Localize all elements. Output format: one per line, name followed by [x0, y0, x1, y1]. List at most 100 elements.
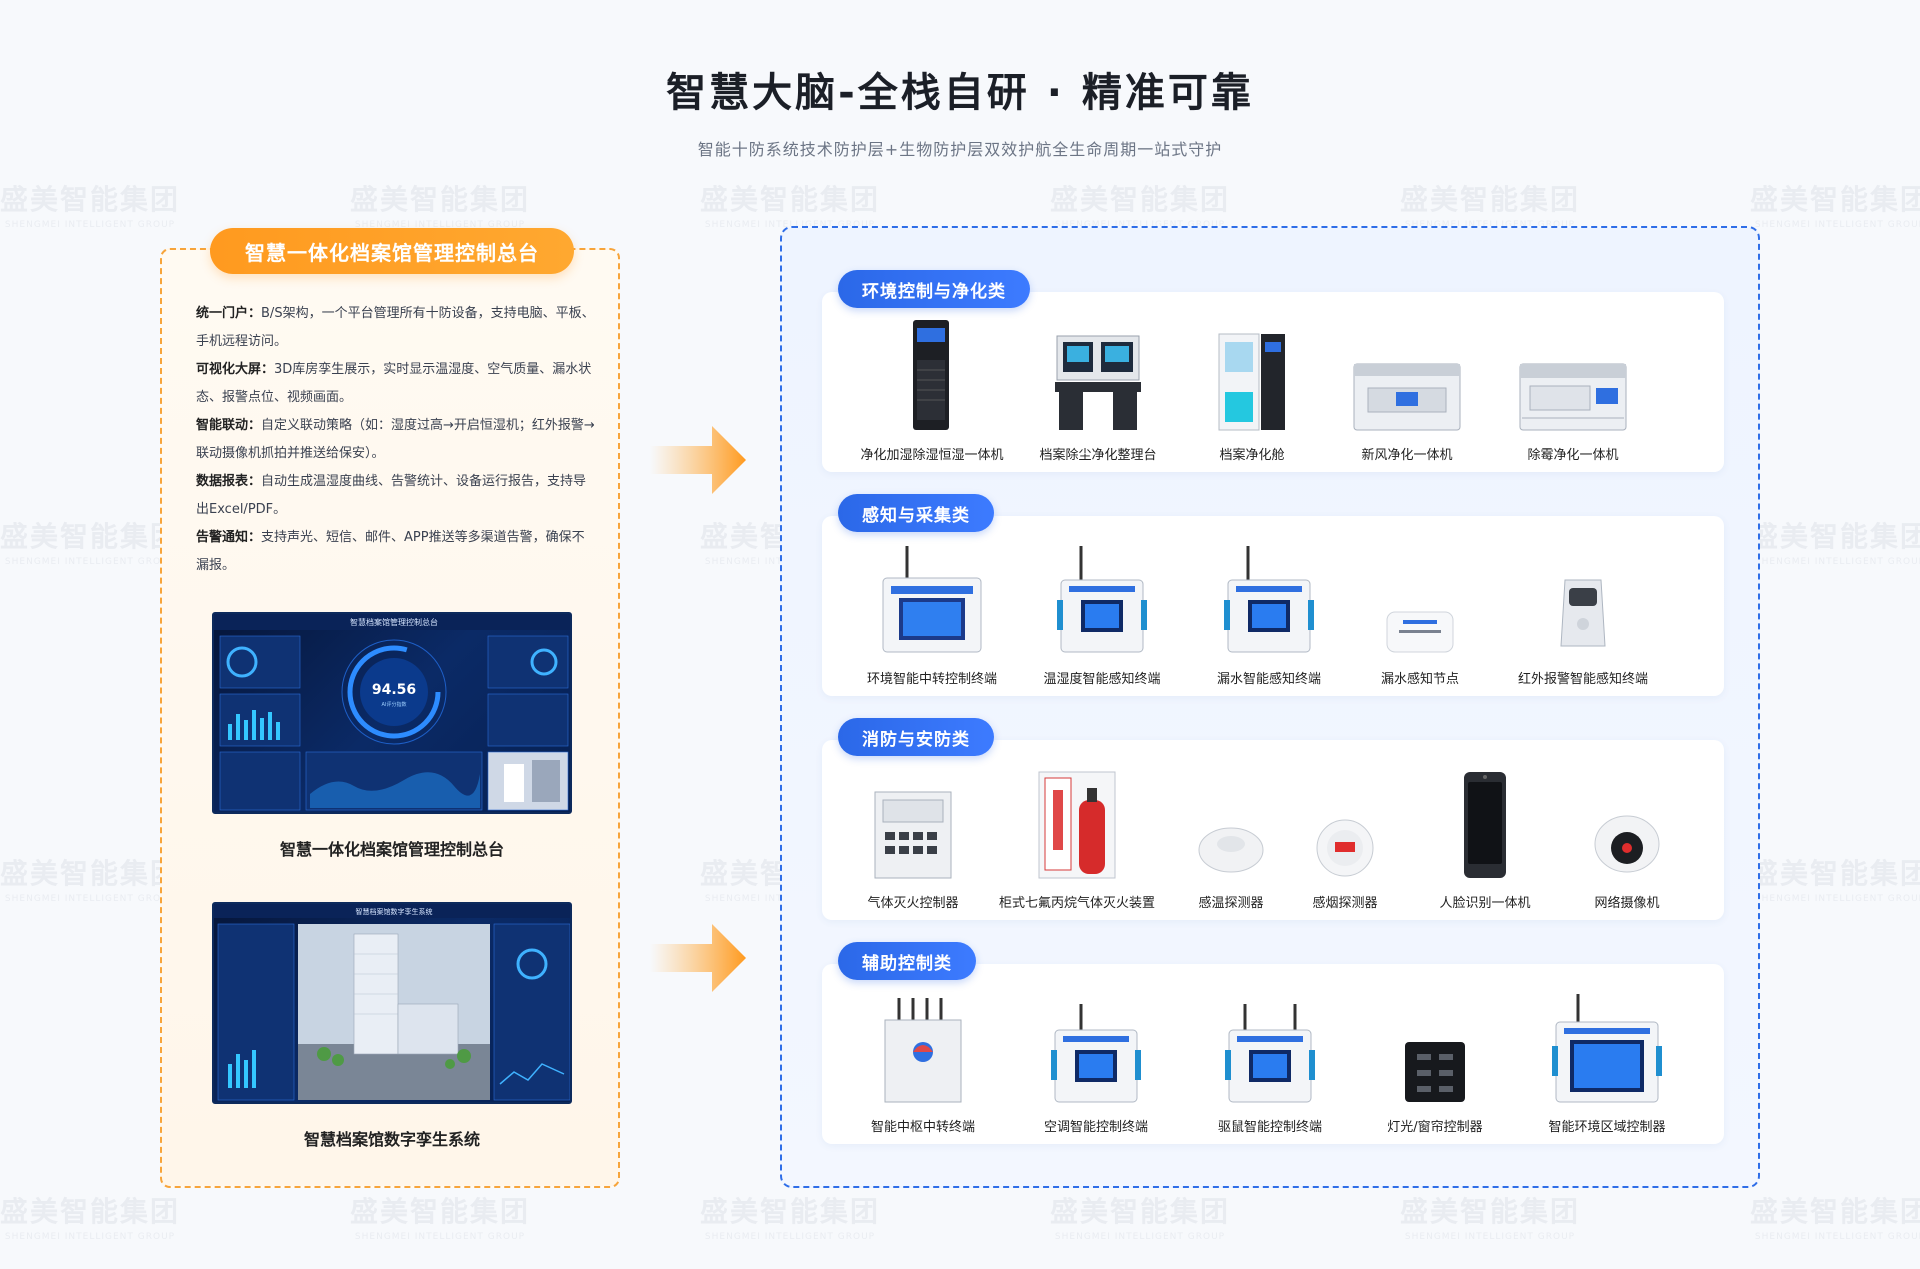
device-item: 温湿度智能感知终端 — [1022, 546, 1182, 687]
device-label: 漏水智能感知终端 — [1216, 672, 1321, 687]
device-label: 净化加湿除湿恒湿一体机 — [860, 448, 1004, 463]
infrared-sensor-icon — [1560, 579, 1606, 647]
device-label: 人脸识别一体机 — [1439, 896, 1531, 911]
device-label: 气体灭火控制器 — [867, 896, 959, 911]
console-pill: 智慧一体化档案馆管理控制总台 — [210, 228, 574, 274]
device-label: 驱鼠智能控制终端 — [1217, 1120, 1322, 1135]
category-environment: 环境控制与净化类 净化加湿除湿恒湿一体机 档案除尘净化整理台 档案净化舱 新风净… — [822, 270, 1724, 472]
device-item: 净化加湿除湿恒湿一体机 — [852, 320, 1012, 463]
dust-table-icon — [1055, 335, 1141, 430]
category-pill: 消防与安防类 — [838, 718, 994, 756]
twin-title: 智慧档案馆数字孪生系统 — [356, 907, 433, 916]
digital-twin-caption: 智慧档案馆数字孪生系统 — [303, 1130, 480, 1149]
device-label: 档案除尘净化整理台 — [1039, 448, 1157, 463]
smoke-detector-icon — [1316, 819, 1374, 877]
temp-humidity-sensor-icon — [1057, 546, 1147, 653]
device-item: 除霉净化一体机 — [1498, 322, 1648, 463]
feature-item: 告警通知：支持声光、短信、邮件、APP推送等多渠道告警，确保不漏报。 — [196, 530, 585, 573]
device-item: 空调智能控制终端 — [1016, 994, 1176, 1135]
device-label: 感烟探测器 — [1312, 896, 1378, 911]
dashboard-title: 智慧档案馆管理控制总台 — [350, 617, 438, 627]
device-label: 柜式七氟丙烷气体灭火装置 — [998, 896, 1155, 911]
page-header: 智慧大脑-全栈自研 · 精准可靠 智能十防系统技术防护层+生物防护层双效护航全生… — [0, 60, 1920, 160]
device-label: 红外报警智能感知终端 — [1517, 672, 1648, 687]
feature-list: 统一门户：B/S架构，一个平台管理所有十防设备，支持电脑、平板、手机远程访问。 … — [196, 300, 596, 580]
camera-icon — [1594, 815, 1660, 873]
fire-extinguish-cabinet-icon — [1038, 771, 1116, 879]
device-label: 空调智能控制终端 — [1043, 1120, 1148, 1135]
ai-score-label: AI评分指数 — [382, 701, 407, 708]
device-item: 红外报警智能感知终端 — [1508, 546, 1658, 687]
feature-item: 统一门户：B/S架构，一个平台管理所有十防设备，支持电脑、平板、手机远程访问。 — [196, 306, 595, 349]
device-item: 漏水智能感知终端 — [1194, 546, 1344, 687]
humidifier-icon — [913, 320, 949, 430]
category-pill: 辅助控制类 — [838, 942, 976, 980]
fresh-air-unit-icon — [1353, 363, 1461, 431]
feature-item: 数据报表：自动生成温湿度曲线、告警统计、设备运行报告，支持导出Excel/PDF… — [196, 474, 587, 517]
digital-twin-graphic: 智慧档案馆数字孪生系统 — [214, 904, 570, 1101]
mold-purifier-icon — [1519, 363, 1627, 431]
device-item: 感温探测器 — [1176, 770, 1286, 911]
device-label: 环境智能中转控制终端 — [866, 672, 997, 687]
device-label: 温湿度智能感知终端 — [1043, 672, 1161, 687]
device-item: 新风净化一体机 — [1332, 322, 1482, 463]
digital-twin-screenshot: 智慧档案馆数字孪生系统 — [212, 902, 572, 1104]
page-subtitle: 智能十防系统技术防护层+生物防护层双效护航全生命周期一站式守护 — [697, 140, 1223, 159]
heat-detector-icon — [1198, 827, 1264, 873]
device-item: 智能环境区域控制器 — [1522, 994, 1692, 1135]
device-catalog-panel: 环境控制与净化类 净化加湿除湿恒湿一体机 档案除尘净化整理台 档案净化舱 新风净… — [780, 226, 1760, 1188]
device-item: 档案除尘净化整理台 — [1018, 322, 1178, 463]
device-item: 气体灭火控制器 — [848, 770, 978, 911]
leak-node-icon — [1386, 611, 1454, 653]
device-item: 网络摄像机 — [1572, 770, 1682, 911]
device-item: 柜式七氟丙烷气体灭火装置 — [992, 770, 1162, 911]
water-leak-sensor-icon — [1224, 546, 1314, 653]
device-item: 感烟探测器 — [1290, 770, 1400, 911]
device-item: 环境智能中转控制终端 — [852, 546, 1012, 687]
device-label: 除霉净化一体机 — [1527, 448, 1619, 463]
device-item: 智能中枢中转终端 — [848, 994, 998, 1135]
control-console-panel: 智慧一体化档案馆管理控制总台 统一门户：B/S架构，一个平台管理所有十防设备，支… — [160, 228, 620, 1188]
arrow-right-icon — [650, 924, 746, 992]
category-pill: 环境控制与净化类 — [838, 270, 1030, 308]
device-label: 新风净化一体机 — [1361, 448, 1453, 463]
arrow-right-icon — [650, 426, 746, 494]
device-item: 人脸识别一体机 — [1420, 770, 1550, 911]
device-label: 智能中枢中转终端 — [870, 1120, 975, 1135]
device-label: 网络摄像机 — [1594, 896, 1660, 911]
hub-terminal-icon — [884, 998, 962, 1103]
face-recognition-icon — [1464, 772, 1506, 878]
device-item: 漏水感知节点 — [1360, 546, 1480, 687]
feature-item: 智能联动：自定义联动策略（如：湿度过高→开启恒湿机；红外报警→联动摄像机抓拍并推… — [196, 418, 595, 461]
ac-controller-icon — [1051, 1004, 1141, 1103]
device-label: 智能环境区域控制器 — [1548, 1120, 1666, 1135]
gas-extinguish-controller-icon — [874, 791, 952, 879]
feature-item: 可视化大屏：3D库房孪生展示，实时显示温湿度、空气质量、漏水状态、报警点位、视频… — [196, 362, 592, 405]
device-item: 档案净化舱 — [1192, 322, 1312, 463]
device-item: 驱鼠智能控制终端 — [1190, 994, 1350, 1135]
category-auxiliary: 辅助控制类 智能中枢中转终端 空调智能控制终端 驱鼠智能控制终端 灯光/窗帘控制… — [822, 942, 1724, 1144]
relay-terminal-icon — [882, 546, 982, 653]
device-label: 感温探测器 — [1198, 896, 1264, 911]
device-label: 档案净化舱 — [1219, 448, 1285, 463]
dashboard-graphic: 智慧档案馆管理控制总台 94.56 AI评分指数 — [214, 614, 570, 811]
device-item: 灯光/窗帘控制器 — [1370, 994, 1500, 1135]
dashboard-screenshot: 智慧档案馆管理控制总台 94.56 AI评分指数 — [212, 612, 572, 814]
category-fire-security: 消防与安防类 气体灭火控制器 柜式七氟丙烷气体灭火装置 感温探测器 感烟探测器 … — [822, 718, 1724, 920]
rodent-repeller-controller-icon — [1225, 1004, 1315, 1103]
category-pill: 感知与采集类 — [838, 494, 994, 532]
dashboard-caption: 智慧一体化档案馆管理控制总台 — [279, 840, 504, 859]
category-sensing: 感知与采集类 环境智能中转控制终端 温湿度智能感知终端 漏水智能感知终端 漏水感… — [822, 494, 1724, 696]
